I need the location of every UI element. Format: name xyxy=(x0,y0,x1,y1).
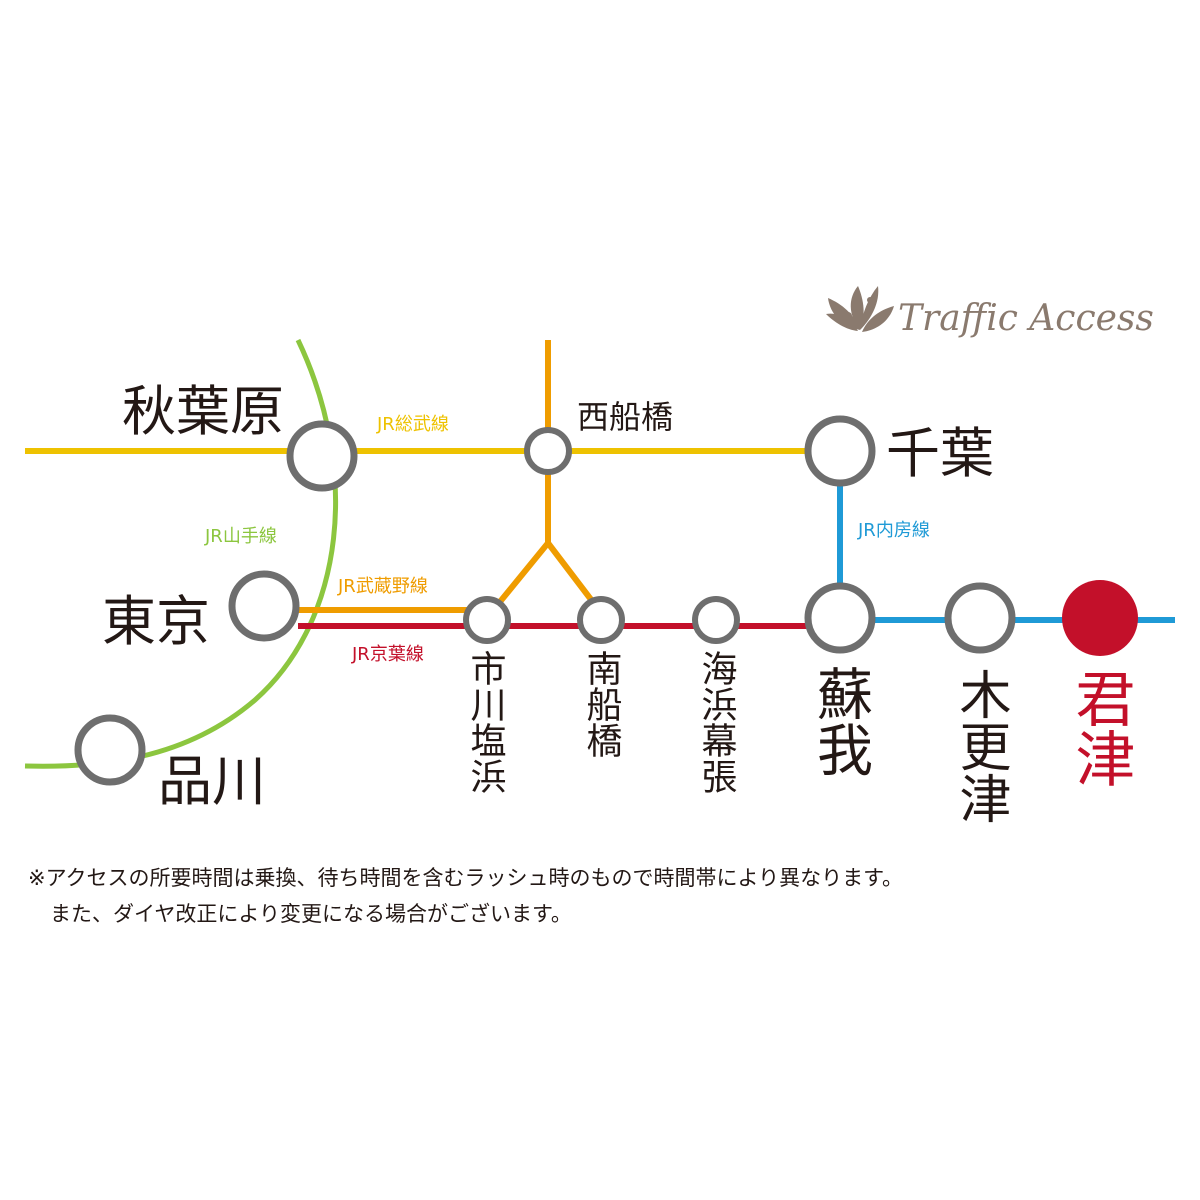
station-akihabara-label: 秋葉原 xyxy=(122,380,284,443)
uchibo-line-label: JR内房線 xyxy=(857,520,930,541)
brand-title: Traffic Access xyxy=(898,298,1154,339)
sobu-line-label: JR総武線 xyxy=(376,414,449,435)
station-ichikawashiohama-label: 市川塩浜 xyxy=(465,650,506,794)
station-shinagawa-label: 品川 xyxy=(158,750,266,813)
yamanote-line-label: JR山手線 xyxy=(204,526,277,547)
keiyo-line-label: JR京葉線 xyxy=(351,644,424,665)
station-kimitsu-marker xyxy=(1062,580,1138,656)
access-note-line-2: また、ダイヤ改正により変更になる場合がございます。 xyxy=(50,902,572,926)
station-chiba-label: 千葉 xyxy=(886,422,994,485)
leaf-icon xyxy=(826,286,894,332)
station-kaihinmakuhari-label: 海浜幕張 xyxy=(696,650,737,794)
musashino-line-label: JR武蔵野線 xyxy=(337,576,428,597)
station-kaihinmakuhari-marker xyxy=(692,596,740,644)
station-minamifunabashi-marker xyxy=(577,596,625,644)
station-akihabara-marker xyxy=(286,420,358,492)
access-note: ※アクセスの所要時間は乗換、待ち時間を含むラッシュ時のもので時間帯により異なりま… xyxy=(28,860,1178,932)
station-tokyo-marker xyxy=(228,570,300,642)
station-nishifunabashi-label: 西船橋 xyxy=(577,398,673,436)
station-kisarazu-marker xyxy=(944,582,1016,654)
station-soga-marker xyxy=(804,582,876,654)
station-tokyo-label: 東京 xyxy=(102,590,210,653)
station-minamifunabashi-label: 南船橋 xyxy=(581,650,622,758)
station-nishifunabashi-marker xyxy=(524,427,572,475)
access-note-line-1: ※アクセスの所要時間は乗換、待ち時間を含むラッシュ時のもので時間帯により異なりま… xyxy=(28,866,904,890)
station-ichikawashiohama-marker xyxy=(463,596,511,644)
station-soga-label: 蘇我 xyxy=(808,665,873,777)
station-kimitsu-label: 君津 xyxy=(1065,668,1135,788)
station-kisarazu-label: 木更津 xyxy=(950,668,1010,824)
station-chiba-marker xyxy=(804,415,876,487)
station-shinagawa-marker xyxy=(74,714,146,786)
